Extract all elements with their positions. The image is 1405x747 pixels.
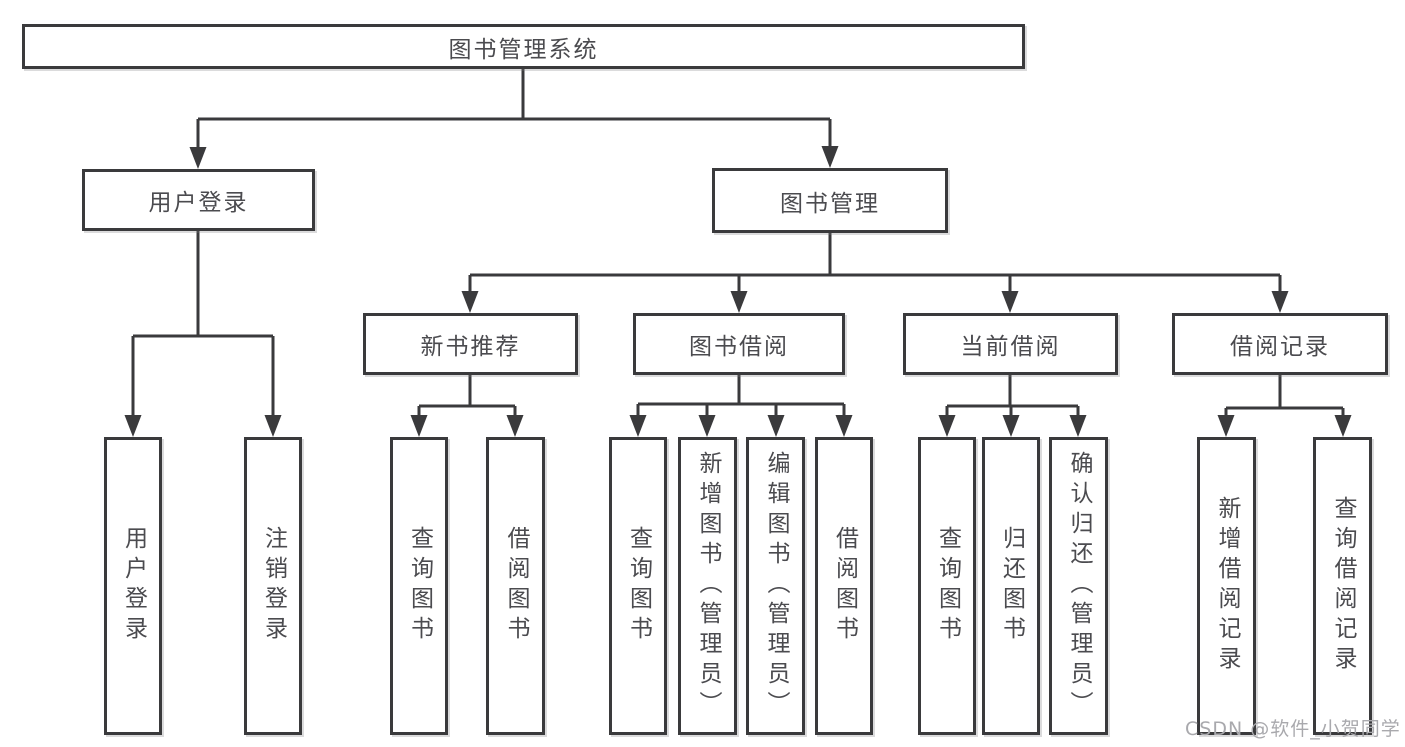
- arrowhead: [461, 291, 479, 313]
- arrowhead: [821, 146, 839, 168]
- arrowhead: [835, 415, 853, 437]
- leaf-query-books-1: 查询图书: [390, 437, 448, 735]
- node-new-book-recommend: 新书推荐: [363, 313, 578, 375]
- leaf-return-books: 归还图书: [982, 437, 1040, 735]
- node-borrowing-records: 借阅记录: [1172, 313, 1388, 375]
- leaf-query-borrow-record: 查询借阅记录: [1313, 437, 1372, 735]
- leaf-borrow-books-2: 借阅图书: [815, 437, 873, 735]
- node-user-login: 用户登录: [82, 169, 315, 231]
- arrowhead: [124, 415, 142, 437]
- leaf-borrow-books-1: 借阅图书: [486, 437, 545, 735]
- connector-new-book-recommend-children: [410, 375, 524, 437]
- arrowhead: [698, 415, 716, 437]
- node-book-management: 图书管理: [712, 168, 948, 233]
- connector-book-management-children: [461, 233, 1289, 313]
- arrowhead: [506, 415, 524, 437]
- arrowhead: [1217, 415, 1235, 437]
- arrowhead: [264, 415, 282, 437]
- leaf-user-login: 用户登录: [104, 437, 162, 735]
- arrowhead: [1334, 415, 1352, 437]
- leaf-query-books-2: 查询图书: [609, 437, 667, 735]
- leaf-add-book-admin: 新增图书（管理员）: [678, 437, 737, 735]
- leaf-confirm-return-admin: 确认归还（管理员）: [1049, 437, 1108, 735]
- node-current-borrowing: 当前借阅: [903, 313, 1118, 375]
- arrowhead: [189, 147, 207, 169]
- connector-current-borrowing-children: [938, 375, 1087, 437]
- leaf-logout: 注销登录: [244, 437, 302, 735]
- arrowhead: [1001, 291, 1019, 313]
- node-system-root: 图书管理系统: [22, 24, 1025, 69]
- connector-book-borrowing-children: [629, 375, 853, 437]
- arrowhead: [767, 415, 785, 437]
- connector-borrowing-records-children: [1217, 375, 1352, 437]
- arrowhead: [1002, 415, 1020, 437]
- leaf-edit-book-admin: 编辑图书（管理员）: [746, 437, 805, 735]
- arrowhead: [410, 415, 428, 437]
- watermark: CSDN @软件_小贺同学: [1185, 718, 1401, 740]
- arrowhead: [1271, 291, 1289, 313]
- arrowhead: [1069, 415, 1087, 437]
- arrowhead: [629, 415, 647, 437]
- connector-user-login-children: [124, 231, 282, 437]
- arrowhead: [730, 291, 748, 313]
- leaf-query-books-3: 查询图书: [918, 437, 976, 735]
- connector-root-to-level2: [189, 68, 839, 169]
- node-book-borrowing: 图书借阅: [633, 313, 845, 375]
- arrowhead: [938, 415, 956, 437]
- leaf-add-borrow-record: 新增借阅记录: [1197, 437, 1256, 735]
